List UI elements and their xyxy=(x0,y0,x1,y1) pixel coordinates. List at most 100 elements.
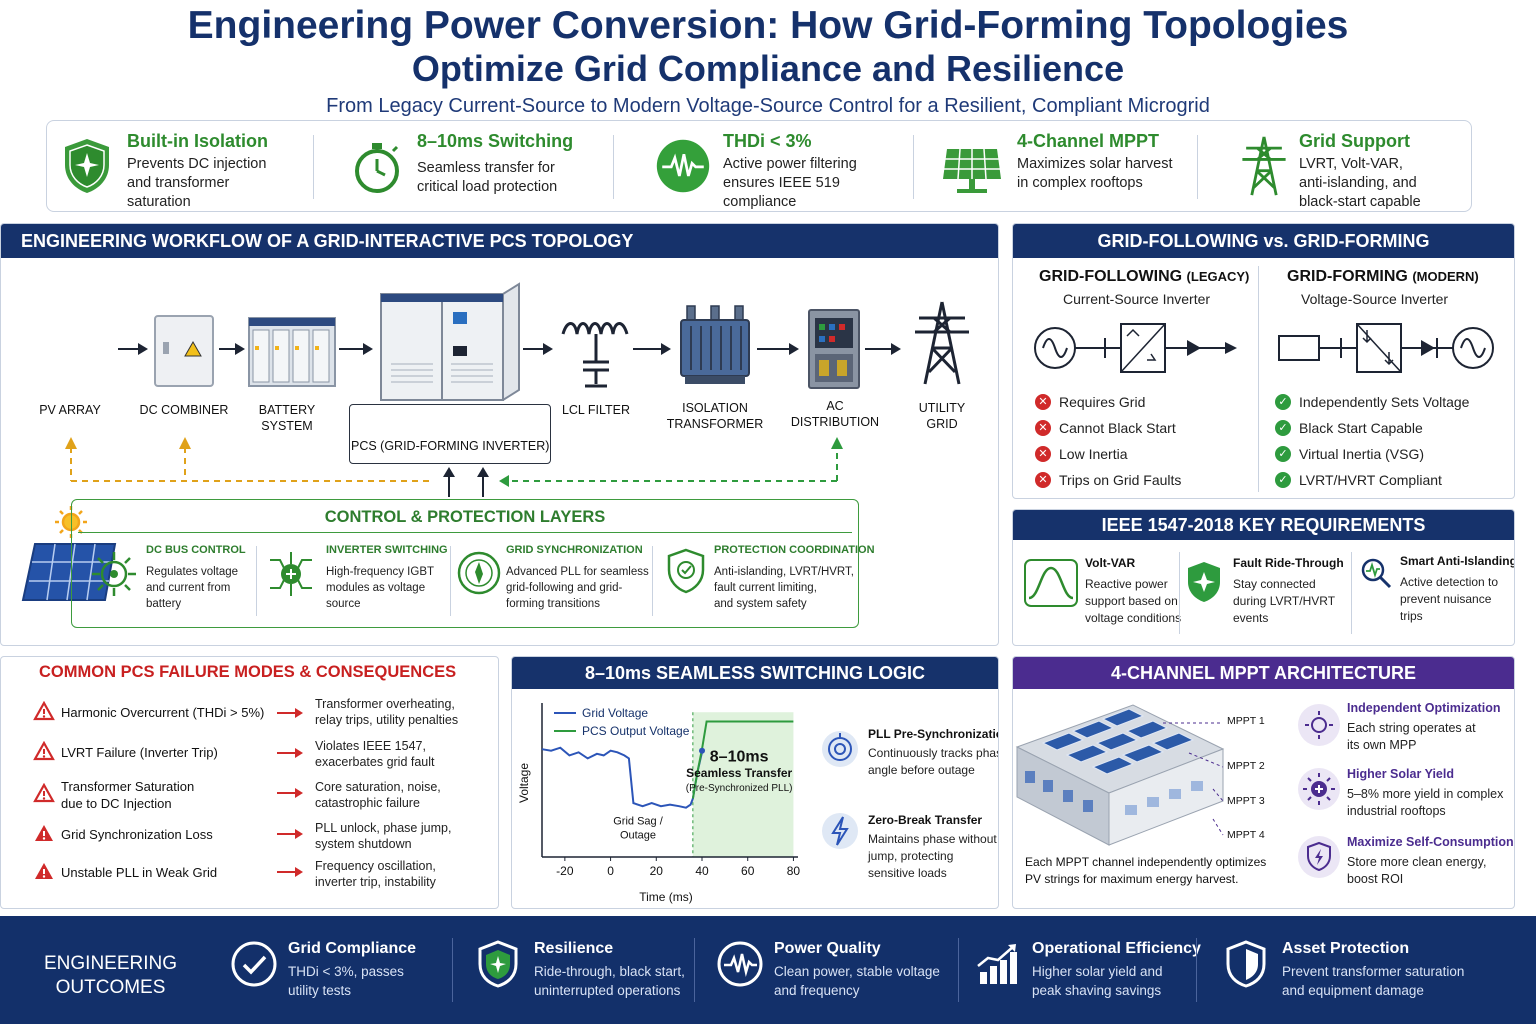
mppt-channel-label: MPPT 3 xyxy=(1227,795,1265,807)
control-connections xyxy=(65,437,843,497)
outcome-asset-protection: Asset Protection Prevent transformer sat… xyxy=(1224,916,1514,1024)
failure-modes-panel: COMMON PCS FAILURE MODES & CONSEQUENCES … xyxy=(0,656,499,909)
x-axis-label: Time (ms) xyxy=(639,890,693,904)
feature-title: 4-Channel MPPT xyxy=(1017,131,1160,151)
following-item: ✕Cannot Black Start xyxy=(1035,419,1176,437)
lcl-filter-label: LCL FILTER xyxy=(561,403,631,417)
window-sublabel: (Pre-Synchronized PLL) xyxy=(686,783,793,794)
mppt-item-title: Higher Solar Yield xyxy=(1347,767,1454,781)
x-tick-label: 20 xyxy=(650,864,664,878)
bar-chart-growth-icon xyxy=(977,944,1017,984)
self-consumption-shield-icon xyxy=(1298,836,1340,878)
pcs-inverter-icon xyxy=(380,282,520,401)
ieee-item-title: Fault Ride-Through xyxy=(1233,556,1344,570)
grid-forming-subtitle: Voltage-Source Inverter xyxy=(1301,291,1449,307)
warning-icon xyxy=(33,701,55,721)
mppt-heading: 4-CHANNEL MPPT ARCHITECTURE xyxy=(1013,657,1514,689)
workflow-heading: ENGINEERING WORKFLOW OF A GRID-INTERACTI… xyxy=(1,224,998,258)
mppt-item-title: Maximize Self-Consumption xyxy=(1347,835,1514,849)
feature-title: THDi < 3% xyxy=(723,131,812,151)
control-layers-box: CONTROL & PROTECTION LAYERS DC BUS CONTR… xyxy=(71,499,875,628)
transmission-tower-icon xyxy=(1242,136,1286,196)
inverter-switching-icon xyxy=(270,552,312,596)
warning-icon xyxy=(33,783,55,803)
battery-system-icon xyxy=(248,317,336,387)
dc-combiner-label: DC COMBINER xyxy=(139,403,229,417)
switching-heading: 8–10ms SEAMLESS SWITCHING LOGIC xyxy=(512,657,998,689)
grid-following-subtitle: Current-Source Inverter xyxy=(1063,291,1211,307)
control-layers-heading: CONTROL & PROTECTION LAYERS xyxy=(324,508,606,526)
forming-item: ✓Virtual Inertia (VSG) xyxy=(1275,445,1424,463)
feature-title: Grid Support xyxy=(1299,131,1410,151)
mppt-channel-label: MPPT 4 xyxy=(1227,829,1265,841)
seamless-window xyxy=(692,712,794,857)
following-item: ✕Trips on Grid Faults xyxy=(1035,471,1181,489)
legend-pcs-output: PCS Output Voltage xyxy=(582,724,690,738)
x-tick-label: 40 xyxy=(695,864,709,878)
power-waveform-icon xyxy=(717,941,763,987)
ieee-item-title: Volt-VAR xyxy=(1085,556,1136,570)
utility-grid-icon xyxy=(915,301,969,385)
dc-bus-control-icon xyxy=(92,552,136,596)
ieee-item-title: Smart Anti-Islanding xyxy=(1400,554,1515,568)
grid-following-title: GRID-FOLLOWING (LEGACY) xyxy=(1039,268,1250,285)
mppt-item-desc: Store more clean energy,boost ROI xyxy=(1347,855,1487,886)
page-title-line2: Optimize Grid Compliance and Resilience xyxy=(411,48,1125,89)
warning-icon xyxy=(35,825,53,841)
window-label: Seamless Transfer xyxy=(686,766,792,780)
mppt-panel: 4-CHANNEL MPPT ARCHITECTURE MPPT 1 MPPT … xyxy=(1012,656,1515,909)
pcs-label-box xyxy=(349,404,551,464)
switching-item-title: PLL Pre-Synchronization xyxy=(868,727,999,741)
legend-grid-voltage: Grid Voltage xyxy=(582,706,648,720)
volt-var-curve-icon xyxy=(1024,559,1078,607)
checkmark-circle-icon xyxy=(231,941,277,987)
magnifier-icon xyxy=(1361,558,1392,589)
ac-distribution-icon xyxy=(808,309,860,389)
current-source-schematic xyxy=(1034,323,1237,373)
workflow-panel: ENGINEERING WORKFLOW OF A GRID-INTERACTI… xyxy=(0,223,999,646)
failure-consequence: Core saturation, noise,catastrophic fail… xyxy=(315,780,441,810)
y-axis-label: Voltage xyxy=(517,763,531,803)
x-tick-label: 0 xyxy=(607,864,614,878)
mppt-caption: Each MPPT channel independently optimize… xyxy=(1025,855,1267,886)
transfer-point xyxy=(699,747,705,754)
shield-icon xyxy=(65,139,109,193)
warning-icon xyxy=(35,863,53,879)
page-title: Engineering Power Conversion: How Grid-F… xyxy=(187,4,1349,47)
grid-sync-icon xyxy=(457,551,501,595)
outcome-resilience: Resilience Ride-through, black start,uni… xyxy=(476,916,706,1024)
page-subtitle: From Legacy Current-Source to Modern Vol… xyxy=(326,95,1210,117)
x-tick-label: 60 xyxy=(741,864,755,878)
failure-mode: LVRT Failure (Inverter Trip) xyxy=(61,745,218,760)
asset-protection-shield-icon xyxy=(1226,940,1266,988)
feature-title: Built-in Isolation xyxy=(127,131,268,151)
zero-break-icon xyxy=(822,813,858,849)
ieee-panel: IEEE 1547-2018 KEY REQUIREMENTS Volt-VAR… xyxy=(1012,509,1515,646)
comparison-panel: GRID-FOLLOWING vs. GRID-FORMING GRID-FOL… xyxy=(1012,223,1515,499)
waveform-icon xyxy=(656,139,710,193)
protection-shield-icon xyxy=(667,548,705,594)
x-tick-label: 80 xyxy=(787,864,801,878)
resilience-shield-icon xyxy=(478,940,518,988)
